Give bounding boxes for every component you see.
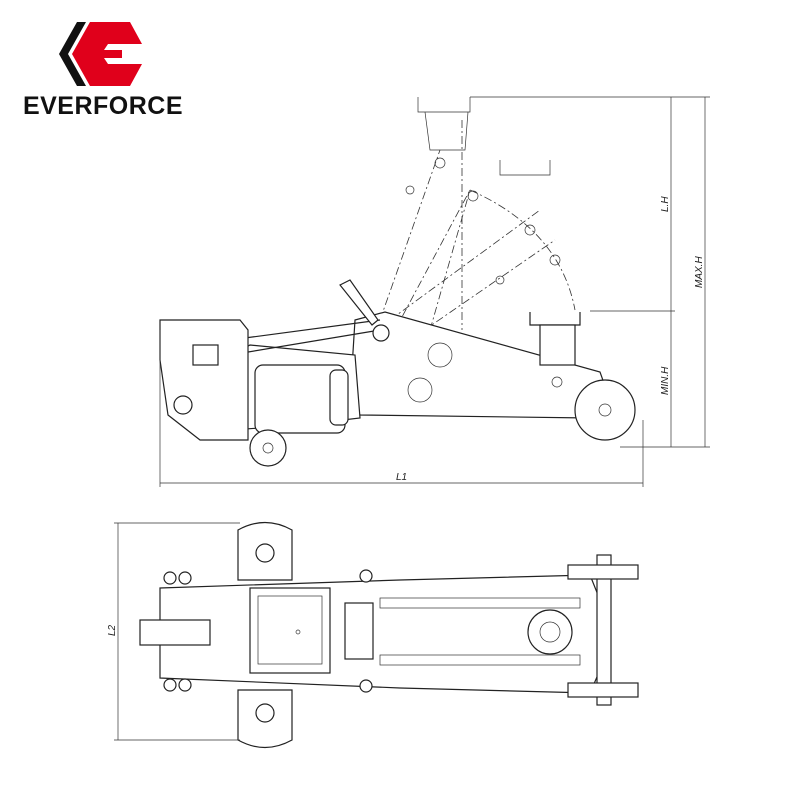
side-dimensions: L.H MAX.H MIN.H L1 [159, 96, 710, 487]
max-height-label: MAX.H [694, 256, 705, 288]
hydraulic-pump [159, 279, 379, 441]
brand-logo: EVERFORCE [0, 0, 200, 130]
raised-arm-positions [379, 97, 576, 341]
min-height-label: MIN.H [660, 366, 671, 395]
width-label: L2 [107, 624, 118, 636]
brand-name: EVERFORCE [22, 92, 184, 120]
top-dimensions: L2 [107, 522, 240, 741]
length-label: L1 [396, 472, 407, 483]
logo-mark-icon [59, 22, 142, 86]
top-view: L2 [107, 521, 639, 749]
side-view: L.H MAX.H MIN.H L1 [159, 96, 710, 487]
lift-height-label: L.H [660, 196, 671, 212]
wheels [249, 324, 636, 467]
top-frame [139, 521, 639, 749]
